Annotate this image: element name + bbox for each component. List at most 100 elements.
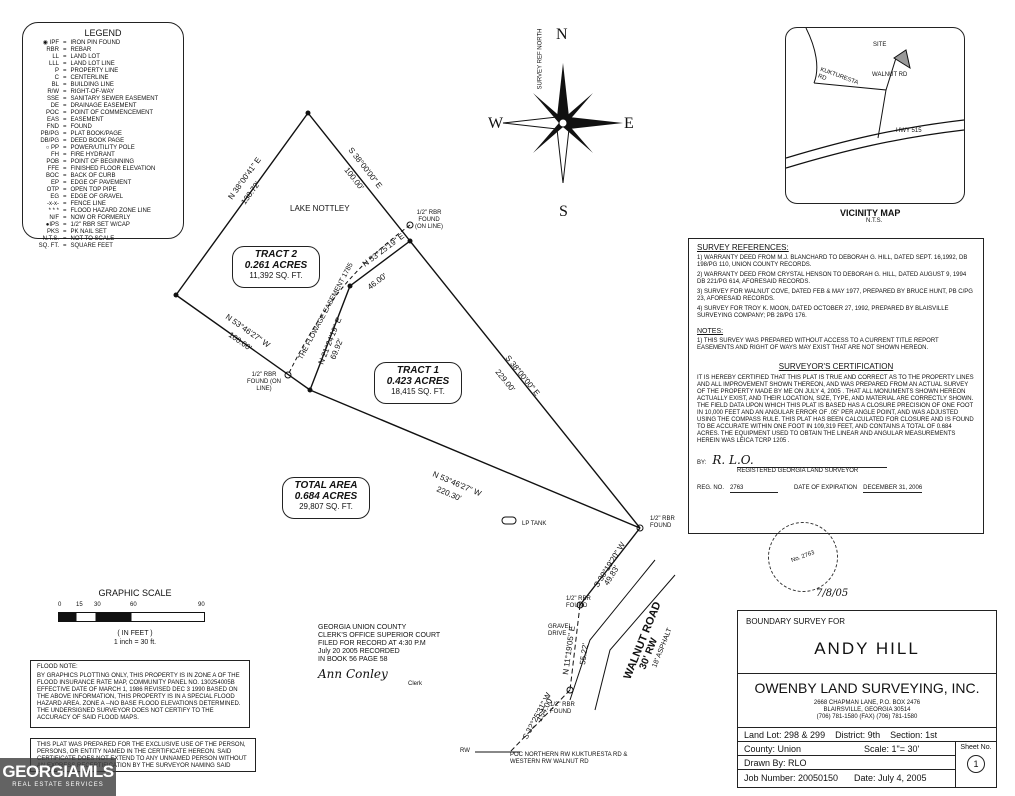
corner-point bbox=[307, 387, 313, 393]
scale-ratio: 1 inch = 30 ft. bbox=[113, 639, 157, 646]
legend-description: SANITARY SEWER EASEMENT bbox=[70, 96, 159, 102]
legend-item: PKS =PK NAIL SET bbox=[25, 229, 183, 236]
legend-item: C=CENTERLINE bbox=[25, 75, 183, 82]
legend-description: FOUND bbox=[70, 124, 92, 130]
legend-equals: = bbox=[63, 236, 67, 242]
legend-description: 1/2" RBR SET W/CAP bbox=[70, 222, 130, 228]
legend-item: N/F=NOW OR FORMERLY bbox=[25, 215, 183, 222]
title-row-landlot: Land Lot: 298 & 299 District: 9th Sectio… bbox=[738, 727, 996, 741]
legend-description: EDGE OF GRAVEL bbox=[70, 194, 124, 200]
legend-item: P=PROPERTY LINE bbox=[25, 68, 183, 75]
legend-description: IRON PIN FOUND bbox=[70, 40, 121, 46]
legend-symbol: P bbox=[54, 68, 59, 74]
gravel-drive-label: GRAVEL DRIVE bbox=[548, 624, 572, 637]
reference-item: 1) WARRANTY DEED FROM M.J. BLANCHARD TO … bbox=[697, 255, 968, 268]
vicinity-site-label: SITE bbox=[873, 42, 887, 48]
scale-tick: 15 bbox=[76, 602, 83, 608]
legend-description: PK NAIL SET bbox=[70, 229, 107, 235]
legend-description: SQUARE FEET bbox=[70, 243, 113, 249]
mls-watermark: GEORGIAMLS REAL ESTATE SERVICES bbox=[0, 758, 116, 796]
legend-item: DE=DRAINAGE EASEMENT bbox=[25, 103, 183, 110]
legend-description: PLAT BOOK/PAGE bbox=[70, 131, 122, 137]
legend-symbol: LLL bbox=[48, 61, 59, 67]
legend-symbol: R/W bbox=[47, 89, 59, 95]
legend-symbol: BOC bbox=[45, 173, 59, 179]
legend-item: EAS=EASEMENT bbox=[25, 117, 183, 124]
legend-item: R/W =RIGHT-OF-WAY bbox=[25, 89, 183, 96]
legend-description: DRAINAGE EASEMENT bbox=[70, 103, 137, 109]
legend-item: -x-x-=FENCE LINE bbox=[25, 201, 183, 208]
legend-description: NOW OR FORMERLY bbox=[70, 215, 131, 221]
boundary-line-se bbox=[579, 527, 641, 606]
vicinity-title: VICINITY MAP bbox=[840, 208, 901, 218]
legend-equals: = bbox=[63, 243, 67, 249]
tract2-acres: 0.261 ACRES bbox=[244, 260, 308, 271]
legend-title: LEGEND bbox=[84, 28, 122, 38]
tie-line-1 bbox=[569, 604, 581, 691]
legend-description: FENCE LINE bbox=[70, 201, 106, 207]
surveyor-signature: R. L.O. bbox=[712, 453, 754, 467]
boundary-line-west bbox=[175, 294, 311, 391]
scale-tick: 90 bbox=[198, 602, 205, 608]
poc-label: POC NORTHERN RW KUKTURESTA RD & WESTERN … bbox=[510, 752, 628, 765]
corner-point bbox=[566, 686, 574, 694]
company-phone: (706) 781-1580 (FAX) (706) 781-1580 bbox=[816, 714, 918, 720]
title-block: BOUNDARY SURVEY FOR ANDY HILL OWENBY LAN… bbox=[737, 610, 997, 788]
survey-references-box: SURVEY REFERENCES: 1) WARRANTY DEED FROM… bbox=[688, 238, 984, 534]
legend-item: FH=FIRE HYDRANT bbox=[25, 152, 183, 159]
legend-equals: = bbox=[63, 117, 67, 123]
tract2-label: TRACT 2 0.261 ACRES 11,392 SQ. FT. bbox=[232, 246, 320, 288]
vicinity-map bbox=[785, 27, 965, 204]
legend-equals: = bbox=[63, 201, 67, 207]
cert-by: BY: bbox=[697, 460, 707, 466]
sheet-number: 1 bbox=[967, 755, 985, 773]
graphic-scale: GRAPHIC SCALE 0 15 30 60 90 ( IN FEET ) … bbox=[40, 588, 230, 646]
clerk-line-2: CLERK'S OFFICE SUPERIOR COURT bbox=[318, 632, 441, 639]
lake-label: LAKE NOTTLEY bbox=[290, 204, 350, 213]
exp-label: DATE OF EXPIRATION bbox=[794, 485, 858, 491]
flood-note-title: FLOOD NOTE: bbox=[37, 664, 78, 670]
total-sqft: 29,807 SQ. FT. bbox=[299, 502, 353, 511]
scale-tick: 60 bbox=[130, 602, 137, 608]
legend-description: FIRE HYDRANT bbox=[70, 152, 115, 158]
vicinity-road2-label: WALNUT RD bbox=[872, 72, 908, 78]
scale-tick: 30 bbox=[94, 602, 101, 608]
legend-description: RIGHT-OF-WAY bbox=[70, 89, 115, 95]
title-company-row: OWENBY LAND SURVEYING, INC. 2668 CHAPMAN… bbox=[738, 673, 996, 725]
legend-description: LAND LOT bbox=[70, 54, 100, 60]
registered-surveyor: REGISTERED GEORGIA LAND SURVEYOR bbox=[737, 467, 887, 475]
legend-symbol: ●IPS bbox=[45, 222, 59, 228]
scale-bar bbox=[58, 612, 205, 622]
legend-equals: = bbox=[63, 229, 67, 235]
seal-number: No. 2763 bbox=[790, 549, 816, 564]
vicinity-subtitle: N.T.S. bbox=[866, 218, 883, 224]
legend-equals: = bbox=[63, 89, 67, 95]
cert-title: SURVEYOR'S CERTIFICATION bbox=[778, 362, 894, 371]
legend-description: BACK OF CURB bbox=[70, 173, 116, 179]
legend-symbol: * * * bbox=[48, 208, 59, 214]
legend-item: BL=BUILDING LINE bbox=[25, 82, 183, 89]
legend-symbol: EP bbox=[50, 180, 59, 186]
legend-equals: = bbox=[63, 96, 67, 102]
sheet-label: Sheet No. bbox=[960, 744, 992, 751]
legend-symbol: POC bbox=[45, 110, 59, 116]
reference-item: 2) WARRANTY DEED FROM CRYSTAL HENSON TO … bbox=[697, 272, 967, 285]
tract1-name: TRACT 1 bbox=[396, 365, 440, 376]
legend-symbol: LL bbox=[52, 54, 59, 60]
legend-equals: = bbox=[63, 208, 67, 214]
rbr-note-4: 1/2" RBR FOUND bbox=[566, 596, 591, 609]
legend-symbol: PKS bbox=[46, 229, 59, 235]
rbr-note-3: 1/2" RBR FOUND bbox=[650, 516, 675, 529]
vicinity-map-drawing bbox=[786, 28, 964, 169]
legend-equals: = bbox=[63, 166, 67, 172]
scale-value: Scale: 1"= 30' bbox=[864, 743, 920, 754]
legend-equals: = bbox=[63, 47, 67, 53]
total-area-label: TOTAL AREA 0.684 ACRES 29,807 SQ. FT. bbox=[282, 477, 370, 519]
clerk-line-3: FILED FOR RECORD AT 4:30 P.M bbox=[318, 640, 426, 647]
flowage-easement-line bbox=[287, 224, 411, 376]
legend-symbol: PB/PG bbox=[40, 131, 59, 137]
legend-equals: = bbox=[63, 75, 67, 81]
compass-s: S bbox=[559, 203, 568, 220]
